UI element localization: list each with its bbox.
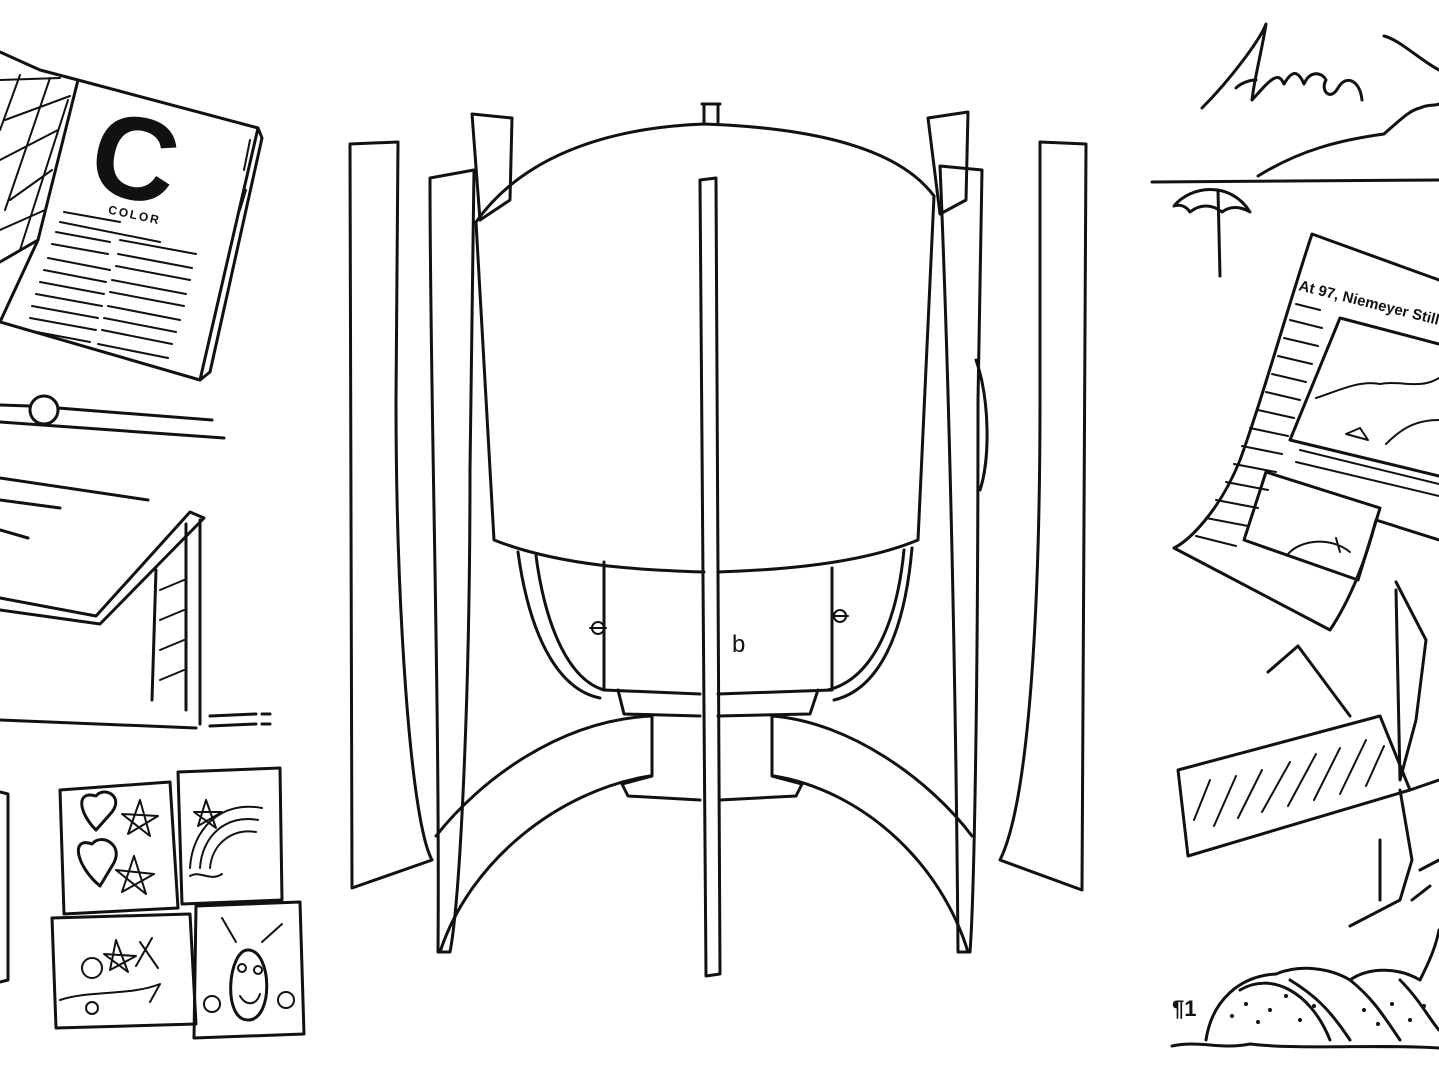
magazine-text-lines [25,211,197,359]
signature-landscape-illustration [1150,22,1439,278]
newspaper-illustration: At 97, Niemeyer Still [1172,232,1439,632]
signature-scribble [1200,22,1439,110]
building-illustration [1176,580,1439,928]
shell-texture-dots [1230,994,1426,1026]
magazine-illustration: C COLOR [0,50,264,382]
newspaper-headline: At 97, Niemeyer Still [1297,277,1439,328]
slider-illustration [0,394,226,440]
shell-illustration: ¶1 [1170,928,1439,1050]
corner-mark: ¶1 [1172,996,1196,1021]
lamp-part-label: b [732,631,745,658]
lamp-illustration: b [348,102,1088,978]
table-illustration [0,476,272,730]
doodle-cards-illustration [0,766,306,1040]
